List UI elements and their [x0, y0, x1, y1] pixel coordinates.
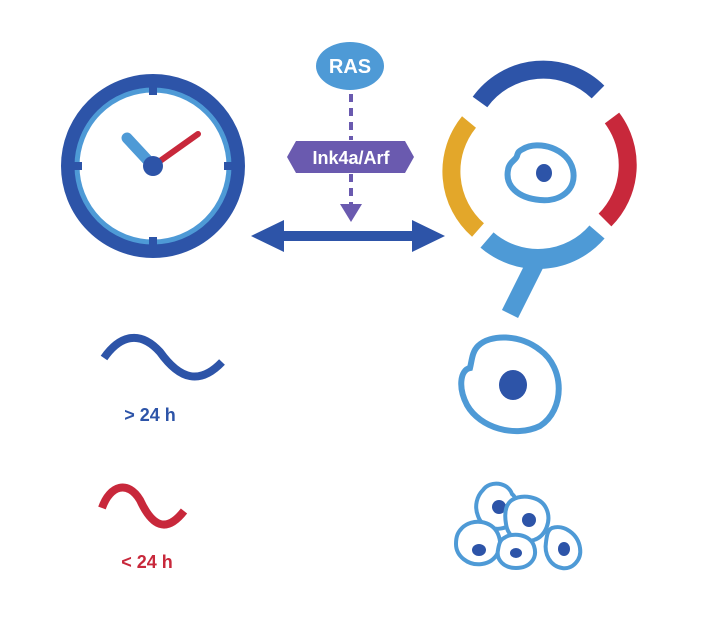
ink4a-arf-node: Ink4a/Arf	[287, 141, 414, 173]
cell-cluster-icon	[453, 481, 583, 571]
clock-icon	[61, 74, 245, 258]
slow-wave-icon: > 24 h	[100, 333, 225, 425]
ras-label: RAS	[329, 56, 371, 78]
single-cell-icon	[458, 334, 562, 435]
short-period-label: < 24 h	[121, 552, 173, 572]
long-period-label: > 24 h	[124, 405, 176, 425]
dashed-arrow	[340, 94, 362, 222]
cell-cycle-magnifier-icon	[442, 60, 637, 319]
double-arrow-icon	[251, 220, 445, 252]
arrowhead-down-icon	[340, 204, 362, 222]
fast-wave-icon: < 24 h	[98, 483, 188, 572]
ras-node: RAS	[316, 42, 384, 90]
ink4a-arf-label: Ink4a/Arf	[312, 148, 390, 168]
